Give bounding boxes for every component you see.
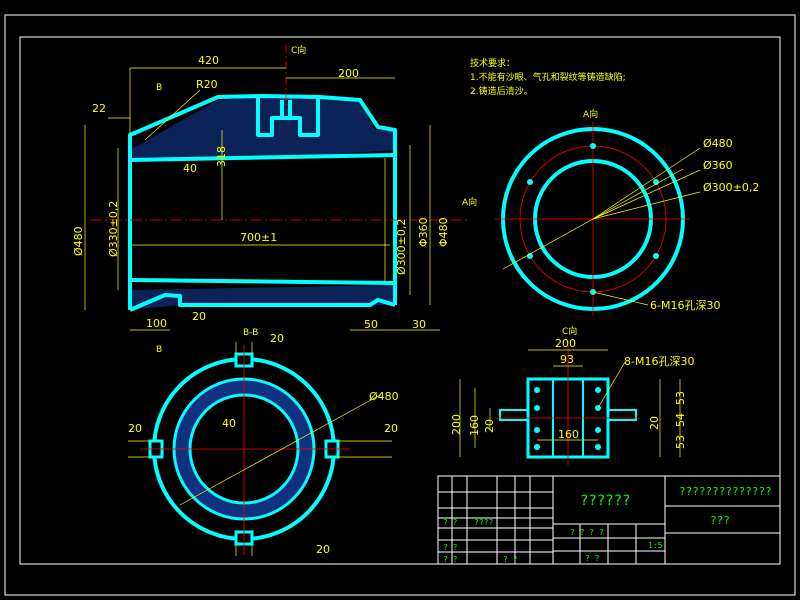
dim-200: 200 [338, 67, 359, 80]
c-view-dim-53: 53 [674, 391, 687, 405]
c-view-dim-93: 93 [560, 353, 574, 366]
c-view-bolt-hole [534, 387, 540, 393]
title-block-part-name: ?????? [580, 493, 631, 509]
front-view: 420 200 22 R20 40 318 700±1 Ø480 Ø330±0,… [72, 44, 477, 355]
bb-dim-top-20: 20 [270, 332, 284, 345]
c-view-bolt-hole [595, 387, 601, 393]
c-view-bolt-hole [534, 427, 540, 433]
title-block-cell: ? ? [443, 518, 458, 527]
c-view-dim-54: 54 [674, 413, 687, 427]
tech-req-title: 技术要求： [470, 57, 515, 69]
dim-700: 700±1 [240, 231, 277, 244]
title-block-scale: 1:5 [648, 541, 663, 550]
c-view-title: C向 [562, 325, 577, 337]
dim-318: 318 [215, 146, 228, 167]
dim-50: 50 [364, 318, 378, 331]
a-view-bolt-hole [653, 253, 659, 259]
c-view-bolt-holes [534, 387, 601, 450]
dim-phi480-right: Φ480 [437, 217, 450, 247]
bb-dim-480: Ø480 [369, 390, 399, 403]
tech-req-line1: 1.不能有沙眼、气孔和裂纹等铸造缺陷; [470, 71, 626, 83]
title-block-drawing-no: ??? [710, 514, 730, 527]
label-a-direction: A向 [462, 196, 477, 208]
c-view-dim-h20b: 20 [648, 416, 661, 430]
title-block-cell: ? ? [443, 555, 458, 564]
title-block-cell: ? ? ? ? [570, 528, 604, 537]
title-block-cell: ? ? [503, 555, 518, 564]
label-b-top: B [156, 83, 162, 93]
title-block-cell: ???? [474, 518, 493, 527]
a-view-dim-300: Ø300±0,2 [703, 181, 759, 194]
c-view: C向 200 93 [450, 325, 694, 465]
title-block-cell: ? ? [443, 543, 458, 552]
c-view-dim-h20a: 20 [483, 419, 496, 433]
technical-requirements: 技术要求： 1.不能有沙眼、气孔和裂纹等铸造缺陷; 2.铸造后清沙。 [470, 57, 626, 97]
dim-phi360: Φ360 [417, 217, 430, 247]
label-b-bottom: B [156, 345, 162, 355]
c-view-bolt-hole [534, 444, 540, 450]
section-bb-title: B-B [243, 328, 258, 338]
dim-30: 30 [412, 318, 426, 331]
a-view-holes-note: 6-M16孔深30 [650, 299, 720, 312]
c-view-dim-h160: 160 [468, 415, 481, 436]
title-block-school: ?????????????? [679, 485, 772, 498]
a-view-title: A向 [583, 108, 598, 120]
label-c-direction: C向 [291, 44, 306, 56]
title-block-cell: ? ? [585, 554, 600, 563]
dim-r20: R20 [196, 78, 218, 91]
dim-phi480-left: Ø480 [72, 226, 85, 256]
c-view-dim-h200: 200 [450, 414, 463, 435]
c-view-holes-note: 8-M16孔深30 [624, 355, 694, 368]
hatch-upper [130, 97, 395, 310]
dim-420: 420 [198, 54, 219, 67]
front-dim-lines [84, 67, 440, 331]
tech-req-line2: 2.铸造后清沙。 [470, 85, 533, 97]
c-view-dim-200: 200 [555, 337, 576, 350]
c-view-bolt-hole [595, 444, 601, 450]
title-block [437, 475, 781, 565]
a-view-dim-360: Ø360 [703, 159, 733, 172]
dim-phi300: Ø300±0,2 [395, 219, 408, 275]
bb-dim-40: 40 [222, 417, 236, 430]
dim-22: 22 [92, 102, 106, 115]
a-view-bolt-hole [527, 179, 533, 185]
bb-dim-bottom-20: 20 [316, 543, 330, 556]
c-view-bolt-hole [595, 427, 601, 433]
bb-dim-left-20: 20 [128, 422, 142, 435]
c-view-bolt-hole [534, 405, 540, 411]
section-bb: B-B 20 20 20 20 40 Ø480 [128, 328, 399, 556]
c-view-dim-lines [459, 349, 681, 457]
a-view: A向 Ø480 Ø360 Ø300±0,2 6-M16孔深30 [495, 108, 759, 315]
a-view-leaders [502, 147, 701, 306]
body-outline [128, 94, 397, 312]
drawing-frame [4, 14, 796, 596]
a-view-dim-480: Ø480 [703, 137, 733, 150]
c-view-dim-160: 160 [558, 428, 579, 441]
c-view-dim-53b: 53 [674, 435, 687, 449]
dim-40: 40 [183, 162, 197, 175]
c-view-side-plates [499, 409, 637, 421]
dim-phi330: Ø330±0,2 [107, 201, 120, 257]
dim-20-bottom: 20 [192, 310, 206, 323]
a-view-bolt-hole [590, 143, 596, 149]
bb-dim-lines [128, 342, 392, 556]
bb-dim-right-20: 20 [384, 422, 398, 435]
dim-100: 100 [146, 317, 167, 330]
